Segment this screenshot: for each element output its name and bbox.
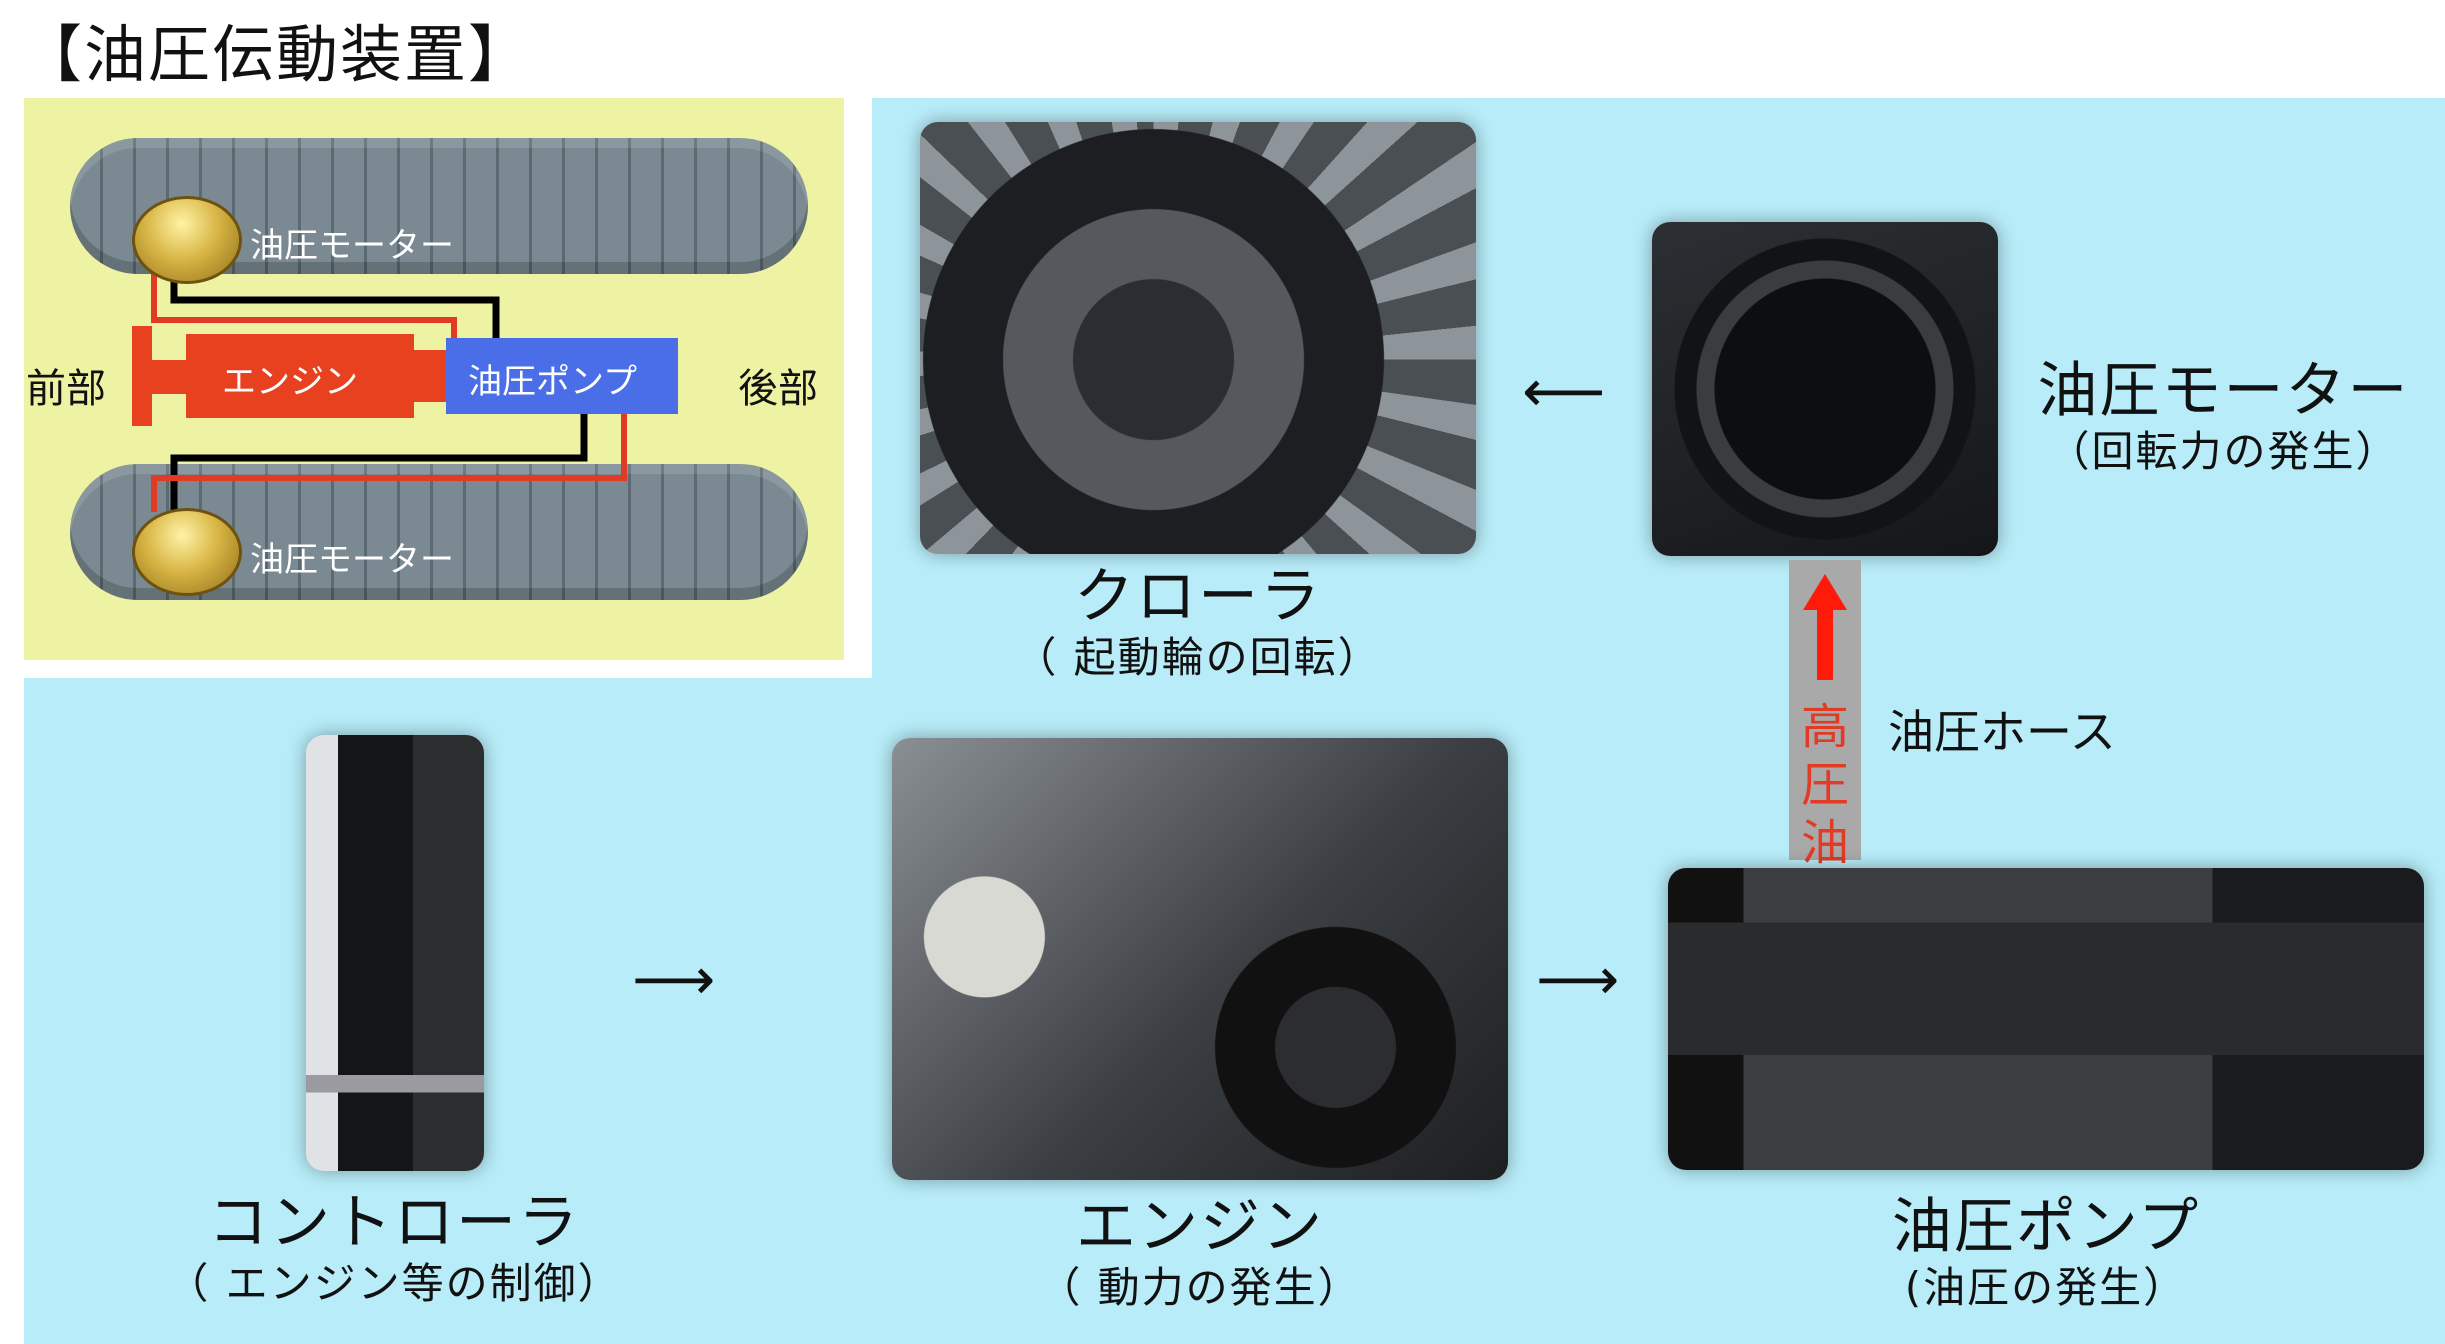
schematic-inset: 油圧モーター 油圧モーター エンジン 油圧ポンプ 前部 後部 xyxy=(24,98,844,660)
crawler-caption-sub: （ 起動輪の回転） xyxy=(1014,633,1382,682)
inset-engine-label: エンジン xyxy=(222,362,358,402)
engine-flange xyxy=(132,326,152,426)
top-hydraulic-motor-icon xyxy=(132,196,242,284)
hydraulic-hose-label: 油圧ホース xyxy=(1888,705,2116,759)
bottom-hydraulic-motor-icon xyxy=(132,508,242,596)
high-pressure-line-bottom xyxy=(151,414,627,512)
inset-pump-block: 油圧ポンプ xyxy=(446,338,678,414)
engine-caption: エンジン （ 動力の発生） xyxy=(892,1192,1508,1314)
hydraulic-hose-bar xyxy=(1789,560,1861,860)
engine-caption-main: エンジン xyxy=(1076,1192,1324,1262)
controller-caption-main: コントローラ xyxy=(208,1188,580,1258)
hydraulic-pump-photo xyxy=(1668,868,2424,1170)
inset-engine-block: エンジン xyxy=(186,334,414,418)
pump-caption: 油圧ポンプ (油圧の発生） xyxy=(1668,1192,2424,1314)
front-label: 前部 xyxy=(26,366,106,412)
controller-photo xyxy=(306,735,484,1171)
controller-caption: コントローラ （ エンジン等の制御） xyxy=(124,1188,664,1310)
motor-caption-sub: （回転力の発生） xyxy=(2047,427,2400,476)
engine-photo xyxy=(892,738,1508,1180)
crawler-caption-main: クローラ xyxy=(1074,562,1322,632)
crawler-caption: クローラ （ 起動輪の回転） xyxy=(920,562,1476,684)
arrow-motor-to-crawler: ⟵ xyxy=(1522,357,1606,425)
high-pressure-oil-text: 高圧油 xyxy=(1800,699,1849,871)
arrow-controller-to-engine: ⟶ xyxy=(632,945,716,1013)
engine-shaft xyxy=(152,360,186,394)
rear-label: 後部 xyxy=(738,366,818,412)
high-pressure-line-top xyxy=(151,253,457,338)
crawler-photo xyxy=(920,122,1476,554)
inset-motor-bottom-label: 油圧モーター xyxy=(250,540,454,580)
controller-caption-sub: （ エンジン等の制御） xyxy=(166,1259,622,1308)
arrow-engine-to-pump: ⟶ xyxy=(1536,945,1620,1013)
engine-coupling xyxy=(414,350,446,402)
motor-caption: 油圧モーター （回転力の発生） xyxy=(2002,356,2445,478)
inset-motor-top-label: 油圧モーター xyxy=(250,226,454,266)
pump-caption-sub: (油圧の発生） xyxy=(1904,1263,2188,1312)
page-title: 【油圧伝動装置】 xyxy=(20,18,533,91)
high-pressure-arrow-icon xyxy=(1803,574,1847,680)
hydraulic-motor-photo xyxy=(1652,222,1998,556)
engine-caption-sub: （ 動力の発生） xyxy=(1038,1263,1362,1312)
pump-caption-main: 油圧ポンプ xyxy=(1891,1192,2201,1262)
inset-pump-label: 油圧ポンプ xyxy=(468,362,637,402)
motor-caption-main: 油圧モーター xyxy=(2037,356,2410,426)
return-line-bottom xyxy=(170,414,588,512)
